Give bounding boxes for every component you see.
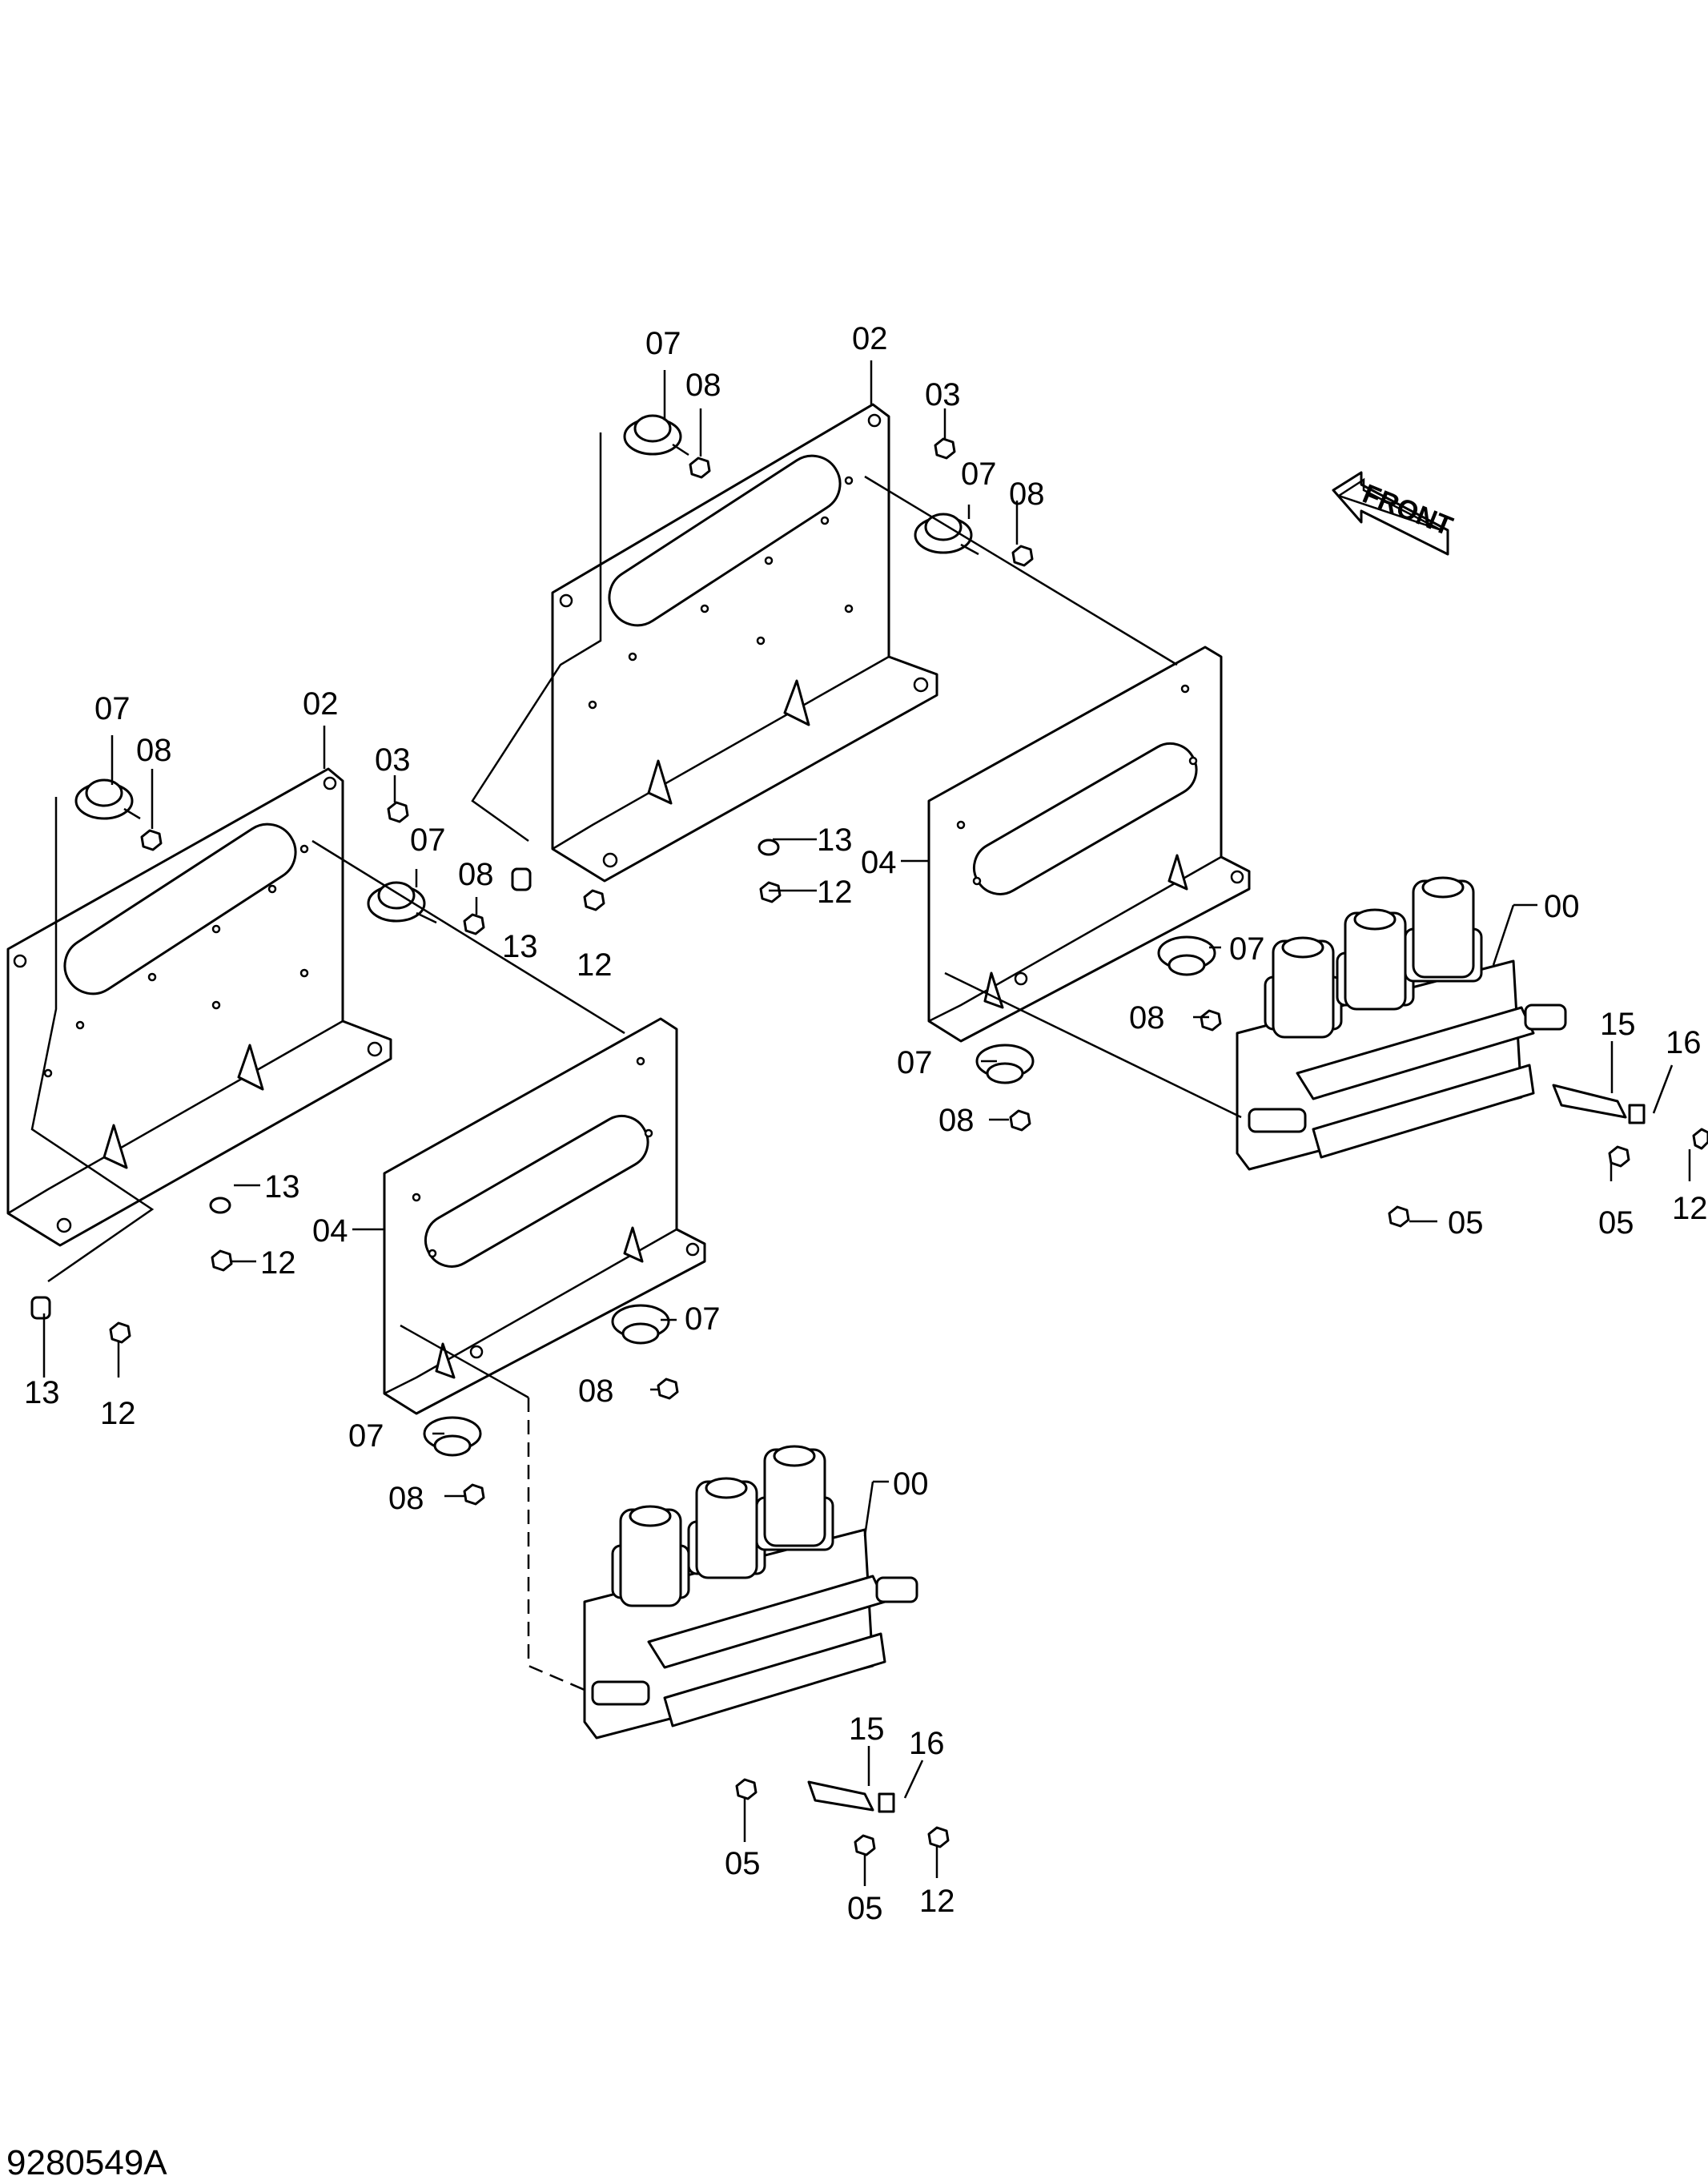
callout-02: 02 [303,686,339,722]
bolt-left-group [30,801,950,1856]
callout-12: 12 [817,875,853,910]
callout-00: 00 [1544,889,1580,924]
leaders-right [471,360,1691,1223]
mount-07-right-a [623,414,689,457]
callout-03: 03 [925,377,961,412]
filter-assembly-00-left [583,1445,918,1740]
clamp-15-right [1552,1084,1646,1124]
callout-07: 07 [94,691,131,726]
leaders-left [30,726,938,1886]
filter-assembly-00-right [1236,876,1567,1171]
callout-13: 13 [502,929,538,964]
mount-07-right-c [1157,935,1216,976]
callout-00: 00 [893,1466,929,1502]
mount-07-right-b [914,513,979,556]
callout-13: 13 [817,823,853,858]
callout-13: 13 [264,1169,300,1205]
callout-07: 07 [897,1045,933,1080]
callout-12: 12 [919,1884,955,1919]
mount-07-left-c [611,1304,670,1345]
callout-15: 15 [1600,1007,1636,1042]
callout-12: 12 [260,1245,296,1281]
callout-07: 07 [348,1418,384,1454]
callout-12: 12 [100,1396,136,1431]
drawing-code: 9280549A [6,2143,167,2182]
callout-08: 08 [458,857,494,892]
callout-07: 07 [645,326,681,361]
callout-08: 08 [1129,1000,1165,1036]
callout-02: 02 [852,321,888,356]
bracket-02-right [551,403,938,883]
bracket-02-left [6,767,392,1247]
callout-08: 08 [136,733,172,768]
callout-16: 16 [909,1726,945,1761]
callout-12: 12 [1672,1191,1708,1226]
callout-15: 15 [849,1711,885,1747]
right-assembly: 07 08 02 03 07 08 13 12 04 07 08 07 08 0… [471,321,1708,1241]
bracket-04-left [383,1017,706,1415]
callout-07: 07 [1229,931,1265,967]
mount-07-left-a [74,778,141,820]
callout-08: 08 [388,1481,424,1516]
callout-08: 08 [938,1103,975,1138]
callout-07: 07 [961,457,997,492]
callout-08: 08 [578,1374,614,1409]
front-arrow: FRONT [1332,471,1457,556]
callout-05: 05 [1448,1205,1484,1241]
callout-05: 05 [1598,1205,1634,1241]
clamp-15-left [807,1780,895,1813]
callout-13: 13 [24,1375,60,1410]
callout-03: 03 [375,742,411,778]
mount-07-right-d [975,1044,1035,1084]
callout-05: 05 [847,1891,883,1926]
callout-05: 05 [725,1846,761,1881]
left-assembly: 07 08 02 03 07 08 13 12 13 12 13 12 04 0… [6,686,955,1926]
callout-12: 12 [577,947,613,983]
callout-07: 07 [685,1301,721,1337]
mount-07-left-b [367,881,437,924]
callout-04: 04 [861,845,897,880]
callout-04: 04 [312,1213,348,1249]
callout-07: 07 [410,823,446,858]
mount-07-left-d [423,1416,482,1457]
callout-16: 16 [1666,1025,1702,1060]
bracket-04-right [927,646,1251,1043]
callout-08: 08 [685,368,721,403]
callout-08: 08 [1009,477,1045,512]
